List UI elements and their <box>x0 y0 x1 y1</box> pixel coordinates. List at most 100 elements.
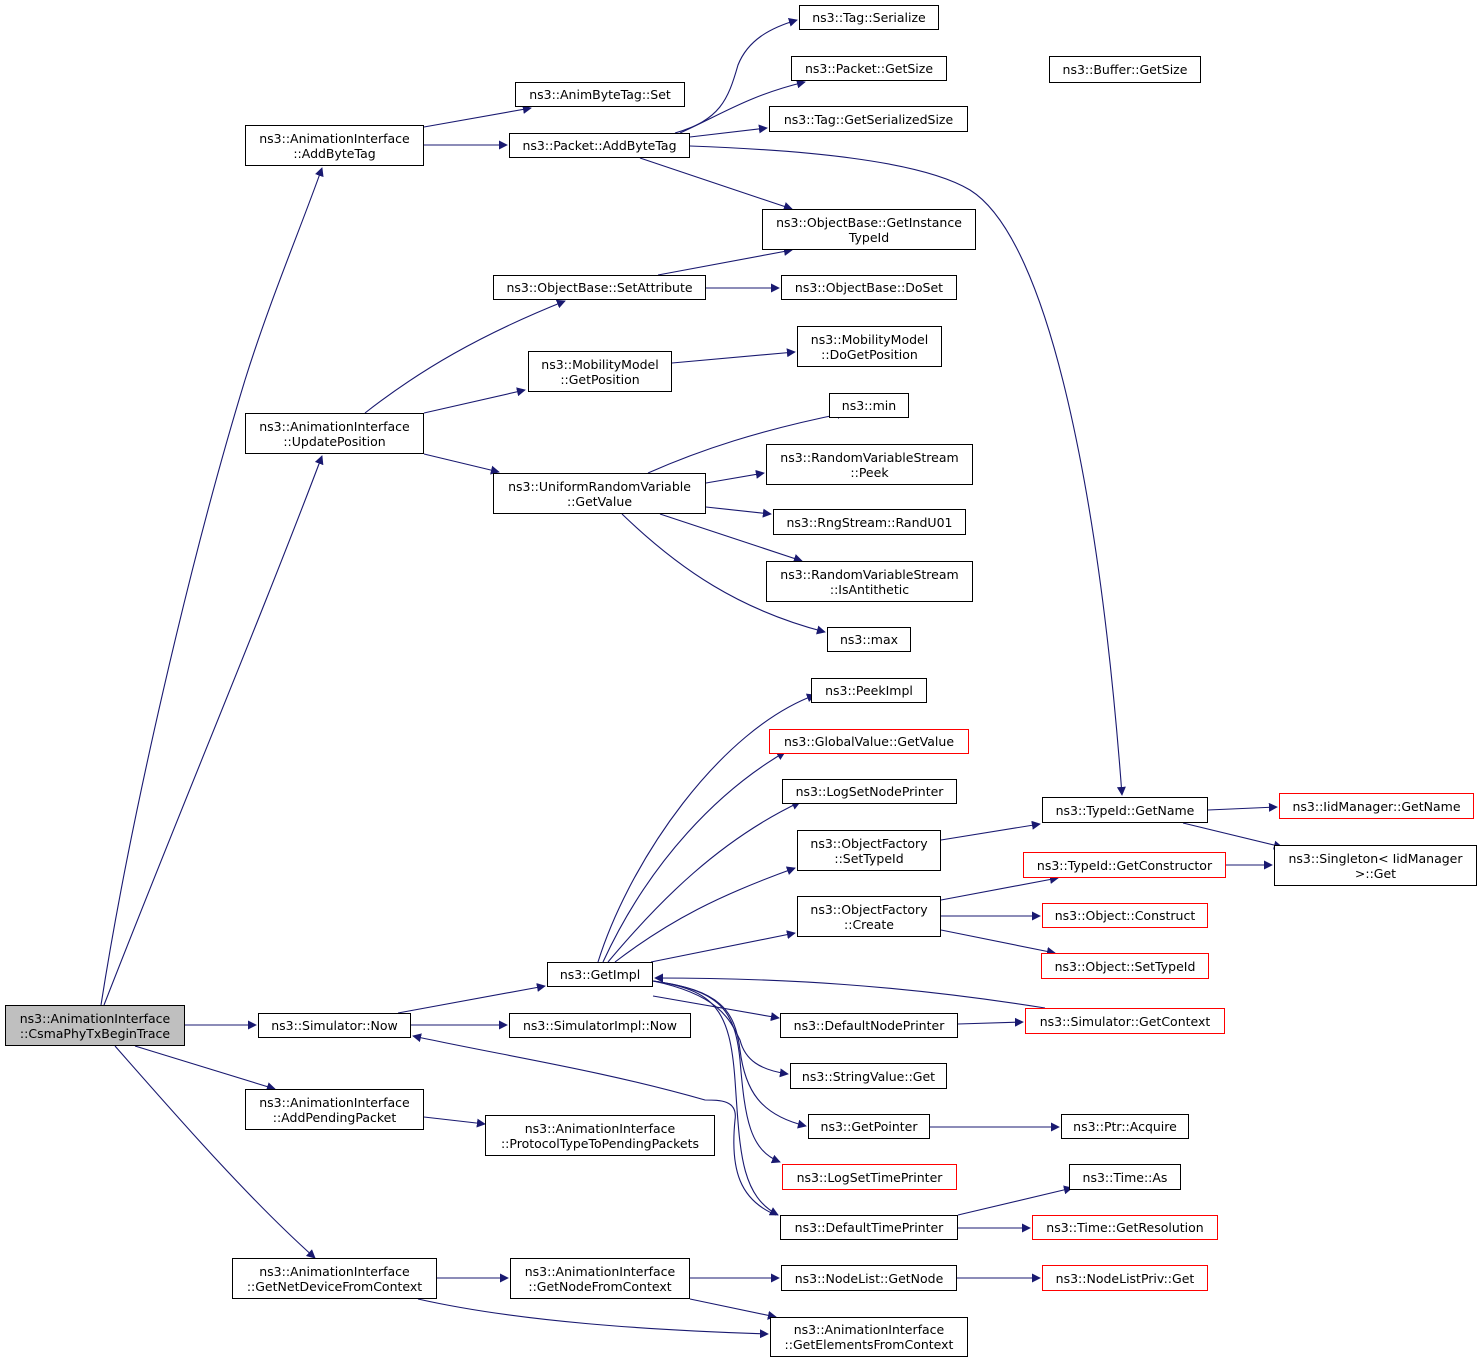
node-getnodectx[interactable]: ns3::AnimationInterface::GetNodeFromCont… <box>510 1258 690 1299</box>
node-tagser[interactable]: ns3::Tag::Serialize <box>799 5 939 30</box>
node-objsetattr[interactable]: ns3::ObjectBase::SetAttribute <box>493 275 706 300</box>
node-line: ::DoGetPosition <box>821 346 918 362</box>
node-ofcreate[interactable]: ns3::ObjectFactory::Create <box>797 896 941 937</box>
node-line: ::SetTypeId <box>834 850 904 866</box>
node-line: ns3::LogSetNodePrinter <box>795 784 944 799</box>
node-updatepos[interactable]: ns3::AnimationInterface::UpdatePosition <box>245 413 424 454</box>
node-line: ns3::ObjectBase::SetAttribute <box>506 280 693 295</box>
call-edge <box>671 348 796 364</box>
node-line: ns3::ObjectFactory <box>810 901 928 917</box>
node-ptracquire[interactable]: ns3::Ptr::Acquire <box>1061 1114 1189 1139</box>
node-line: ns3::UniformRandomVariable <box>508 478 691 494</box>
node-taggetsersize[interactable]: ns3::Tag::GetSerializedSize <box>769 106 968 132</box>
node-animbytetagset[interactable]: ns3::AnimByteTag::Set <box>515 82 685 107</box>
node-line: ns3::NodeList::GetNode <box>794 1270 944 1286</box>
node-typeidgetname[interactable]: ns3::TypeId::GetName <box>1042 797 1208 823</box>
call-edge <box>689 124 768 138</box>
call-edge <box>114 1045 316 1259</box>
node-line: ns3::min <box>841 398 897 413</box>
node-line: ns3::Singleton< IidManager <box>1288 850 1463 866</box>
call-edge <box>679 79 806 134</box>
node-typeidgetctor[interactable]: ns3::TypeId::GetConstructor <box>1023 852 1226 878</box>
node-line: ns3::NodeListPriv::Get <box>1055 1270 1195 1286</box>
call-edge <box>1182 822 1283 850</box>
call-edge <box>364 299 566 414</box>
node-line: ns3::ObjectFactory <box>810 835 928 851</box>
node-strvalget[interactable]: ns3::StringValue::Get <box>790 1063 947 1089</box>
node-line: ::IsAntithetic <box>829 581 910 597</box>
node-mobgetpos[interactable]: ns3::MobilityModel::GetPosition <box>528 351 672 392</box>
node-rvsanti[interactable]: ns3::RandomVariableStream::IsAntithetic <box>766 561 973 602</box>
node-line: ns3::GetImpl <box>559 967 641 982</box>
node-mobdogetpos[interactable]: ns3::MobilityModel::DoGetPosition <box>797 326 942 367</box>
node-simimplnow[interactable]: ns3::SimulatorImpl::Now <box>509 1013 691 1038</box>
node-line: ns3::max <box>839 632 899 647</box>
node-line: ns3::SimulatorImpl::Now <box>522 1018 678 1033</box>
node-simgetctx[interactable]: ns3::Simulator::GetContext <box>1025 1008 1225 1034</box>
node-nodelistprivget[interactable]: ns3::NodeListPriv::Get <box>1042 1265 1208 1291</box>
node-prototype[interactable]: ns3::AnimationInterface::ProtocolTypeToP… <box>485 1115 715 1156</box>
node-pktaddbytetag[interactable]: ns3::Packet::AddByteTag <box>509 133 690 158</box>
node-line: ns3::MobilityModel <box>541 356 659 372</box>
call-edge <box>940 820 1041 841</box>
node-min[interactable]: ns3::min <box>829 393 909 418</box>
call-edge <box>652 980 781 1164</box>
node-timegetres[interactable]: ns3::Time::GetResolution <box>1032 1215 1218 1240</box>
call-edge <box>423 387 526 414</box>
call-edge <box>423 104 532 128</box>
node-line: ::AddPendingPacket <box>272 1109 397 1125</box>
node-line: ns3::Time::As <box>1082 1169 1168 1185</box>
node-gvgetvalue[interactable]: ns3::GlobalValue::GetValue <box>769 729 969 754</box>
node-objconstruct[interactable]: ns3::Object::Construct <box>1042 903 1208 928</box>
node-pktgetsize[interactable]: ns3::Packet::GetSize <box>791 56 947 81</box>
node-rngrand[interactable]: ns3::RngStream::RandU01 <box>773 509 966 535</box>
node-line: ns3::RngStream::RandU01 <box>786 514 953 530</box>
node-line: ns3::DefaultTimePrinter <box>794 1220 944 1235</box>
node-deftimeprinter[interactable]: ns3::DefaultTimePrinter <box>780 1215 958 1240</box>
call-edge <box>705 506 772 518</box>
node-line: ns3::Tag::GetSerializedSize <box>783 111 954 127</box>
node-getimpl[interactable]: ns3::GetImpl <box>547 962 653 987</box>
node-nodelistget[interactable]: ns3::NodeList::GetNode <box>781 1265 957 1291</box>
node-buffergetsize[interactable]: ns3::Buffer::GetSize <box>1049 56 1201 83</box>
node-line: ns3::ObjectBase::DoSet <box>794 280 944 295</box>
call-edge <box>674 17 798 134</box>
node-urvgetvalue[interactable]: ns3::UniformRandomVariable::GetValue <box>493 473 706 514</box>
node-logsettime[interactable]: ns3::LogSetTimePrinter <box>782 1164 957 1190</box>
call-edge <box>957 1185 1073 1216</box>
node-max[interactable]: ns3::max <box>827 627 911 652</box>
node-ofsettypeid[interactable]: ns3::ObjectFactory::SetTypeId <box>797 830 941 871</box>
node-line: ns3::AnimationInterface <box>19 1010 171 1026</box>
node-root: ns3::AnimationInterface::CsmaPhyTxBeginT… <box>5 1005 185 1046</box>
node-addbytetag[interactable]: ns3::AnimationInterface::AddByteTag <box>245 125 424 166</box>
node-timeas[interactable]: ns3::Time::As <box>1069 1164 1181 1190</box>
node-logsetnode[interactable]: ns3::LogSetNodePrinter <box>782 779 957 804</box>
node-singletonget[interactable]: ns3::Singleton< IidManager>::Get <box>1274 845 1477 886</box>
node-simnow[interactable]: ns3::Simulator::Now <box>258 1013 411 1038</box>
call-edge <box>621 513 826 635</box>
node-getpointer[interactable]: ns3::GetPointer <box>808 1114 930 1139</box>
call-edge <box>423 453 500 475</box>
node-objsettypeid[interactable]: ns3::Object::SetTypeId <box>1041 953 1209 979</box>
call-edge <box>940 929 1056 956</box>
node-rvspeek[interactable]: ns3::RandomVariableStream::Peek <box>766 444 973 485</box>
call-edge <box>417 1298 769 1339</box>
node-line: ::GetNetDeviceFromContext <box>246 1278 423 1294</box>
node-line: TypeId <box>848 229 890 245</box>
call-edge <box>652 980 789 1078</box>
node-getnetdev[interactable]: ns3::AnimationInterface::GetNetDeviceFro… <box>232 1258 437 1299</box>
node-line: ns3::Object::Construct <box>1054 908 1196 923</box>
node-getelements[interactable]: ns3::AnimationInterface::GetElementsFrom… <box>770 1317 968 1357</box>
call-edge <box>607 801 801 963</box>
node-objdoset[interactable]: ns3::ObjectBase::DoSet <box>781 275 957 300</box>
node-line: ns3::TypeId::GetConstructor <box>1036 857 1213 873</box>
node-iidgetname[interactable]: ns3::IidManager::GetName <box>1279 793 1474 819</box>
call-edge <box>659 513 803 563</box>
node-line: ns3::MobilityModel <box>810 331 929 347</box>
node-defnodeprinter[interactable]: ns3::DefaultNodePrinter <box>780 1013 958 1038</box>
node-addpending[interactable]: ns3::AnimationInterface::AddPendingPacke… <box>245 1089 424 1130</box>
node-peekimpl[interactable]: ns3::PeekImpl <box>811 678 927 703</box>
